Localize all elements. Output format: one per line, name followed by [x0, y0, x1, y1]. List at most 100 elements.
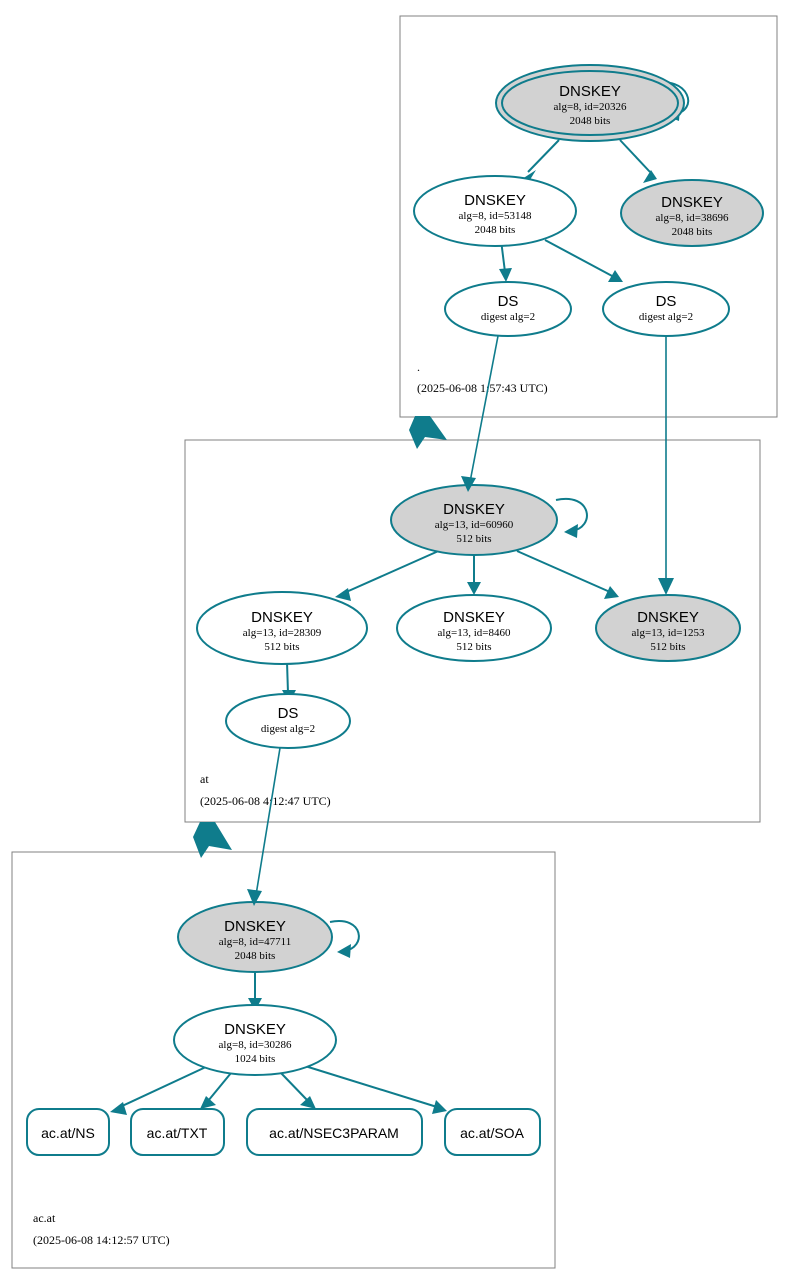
node-root-ds-left[interactable]: DS digest alg=2 — [444, 281, 572, 337]
edge-acat-zsk-to-ns — [119, 1065, 209, 1108]
arrowhead-self-sign-acat-ksk — [337, 944, 351, 958]
zone-group-acat: DNSKEY alg=8, id=47711 2048 bits DNSKEY … — [11, 851, 556, 1269]
node-at-zsk-1253-title: DNSKEY — [637, 609, 699, 626]
edges-acat — [110, 920, 447, 1115]
edge-acat-zsk-to-soa — [304, 1065, 438, 1108]
zone-group-at: DNSKEY alg=13, id=60960 512 bits DNSKEY … — [184, 439, 761, 823]
rrset-txt-label: ac.at/TXT — [147, 1125, 208, 1141]
node-at-ksk[interactable]: DNSKEY alg=13, id=60960 512 bits — [390, 484, 558, 556]
edge-root-ksk-to-38696 — [619, 139, 651, 173]
node-root-ksk-inner-ellipse — [501, 70, 679, 136]
node-at-zsk-28309[interactable]: DNSKEY alg=13, id=28309 512 bits — [196, 591, 368, 665]
node-at-zsk-28309-title: DNSKEY — [251, 609, 313, 626]
node-at-zsk-28309-ellipse — [196, 591, 368, 665]
node-at-ds-ellipse — [225, 693, 351, 749]
node-acat-zsk-ellipse — [173, 1004, 337, 1076]
node-at-ksk-params: alg=13, id=60960 — [435, 519, 514, 531]
zone-label-root-timestamp: (2025-06-08 1:57:43 UTC) — [417, 381, 548, 395]
node-acat-ksk-params: alg=8, id=47711 — [219, 936, 292, 948]
node-at-zsk-1253[interactable]: DNSKEY alg=13, id=1253 512 bits — [595, 594, 741, 662]
edge-at-ksk-to-1253 — [516, 550, 611, 593]
node-root-zsk-53148-params: alg=8, id=53148 — [459, 210, 532, 222]
node-at-zsk-8460-title: DNSKEY — [443, 609, 505, 626]
node-acat-zsk-size: 1024 bits — [235, 1053, 276, 1065]
node-root-ds-left-params: digest alg=2 — [481, 311, 535, 323]
node-root-ds-right-title: DS — [656, 293, 677, 310]
node-root-ksk-size: 2048 bits — [570, 115, 611, 127]
rrset-nsec3param-box — [246, 1108, 423, 1156]
node-root-ds-left-ellipse — [444, 281, 572, 337]
rrset-nsec3param-label: ac.at/NSEC3PARAM — [269, 1125, 399, 1141]
node-at-ds-params: digest alg=2 — [261, 723, 315, 735]
zone-transition-arrow-at-to-acat-shape — [193, 822, 232, 858]
edge-acat-zsk-to-nsec3param — [280, 1072, 309, 1102]
zone-label-root-name: . — [417, 360, 420, 374]
node-root-ksk[interactable]: DNSKEY alg=8, id=20326 2048 bits — [495, 64, 685, 142]
node-root-zsk-38696-ellipse — [620, 179, 764, 247]
zone-label-at-name: at — [200, 772, 209, 786]
node-at-ksk-title: DNSKEY — [443, 501, 505, 518]
arrowhead-acat-zsk-to-soa — [432, 1100, 447, 1114]
arrowhead-self-sign-at-ksk — [564, 524, 578, 538]
node-acat-ksk-size: 2048 bits — [235, 950, 276, 962]
node-root-zsk-53148-title: DNSKEY — [464, 192, 526, 209]
node-at-zsk-1253-size: 512 bits — [650, 641, 685, 653]
node-root-zsk-53148-ellipse — [413, 175, 577, 247]
node-root-ksk-title: DNSKEY — [559, 83, 621, 100]
rrset-txt-box — [130, 1108, 225, 1156]
edge-at-28309-to-ds — [286, 661, 289, 694]
rrset-ns-label: ac.at/NS — [41, 1125, 95, 1141]
rrset-txt[interactable]: ac.at/TXT — [130, 1108, 225, 1156]
node-at-zsk-8460-params: alg=13, id=8460 — [438, 627, 511, 639]
node-root-ds-right-params: digest alg=2 — [639, 311, 693, 323]
arrowhead-delegation-root-ds-left-to-at-ksk — [461, 476, 476, 492]
zone-transition-arrow-root-to-at-shape — [409, 416, 447, 449]
node-root-zsk-38696[interactable]: DNSKEY alg=8, id=38696 2048 bits — [620, 179, 764, 247]
node-root-zsk-53148-size: 2048 bits — [475, 224, 516, 236]
node-root-ksk-params: alg=8, id=20326 — [554, 101, 627, 113]
rrset-nsec3param[interactable]: ac.at/NSEC3PARAM — [246, 1108, 423, 1156]
node-acat-zsk-title: DNSKEY — [224, 1021, 286, 1038]
node-root-zsk-53148[interactable]: DNSKEY alg=8, id=53148 2048 bits — [413, 175, 577, 247]
edge-delegation-root-ds-left-to-at-ksk — [469, 335, 499, 483]
arrowhead-acat-zsk-to-ns — [110, 1102, 127, 1115]
rrset-ns[interactable]: ac.at/NS — [26, 1108, 110, 1156]
node-at-ds-title: DS — [278, 705, 299, 722]
rrset-soa-label: ac.at/SOA — [460, 1125, 524, 1141]
rrset-soa[interactable]: ac.at/SOA — [444, 1108, 541, 1156]
node-at-zsk-1253-params: alg=13, id=1253 — [632, 627, 705, 639]
arrowhead-root-ksk-to-38696 — [643, 170, 657, 183]
node-root-zsk-38696-title: DNSKEY — [661, 194, 723, 211]
node-acat-ksk-title: DNSKEY — [224, 918, 286, 935]
node-at-zsk-8460[interactable]: DNSKEY alg=13, id=8460 512 bits — [396, 594, 552, 662]
node-acat-zsk[interactable]: DNSKEY alg=8, id=30286 1024 bits — [173, 1004, 337, 1076]
node-root-zsk-38696-params: alg=8, id=38696 — [656, 212, 729, 224]
arrowhead-root-53148-to-ds-left — [499, 268, 512, 282]
zone-label-acat-timestamp: (2025-06-08 14:12:57 UTC) — [33, 1233, 170, 1247]
arrowhead-delegation-at-ds-to-acat-ksk — [247, 889, 262, 906]
zone-transition-root-to-at — [409, 416, 447, 449]
zone-label-at-timestamp: (2025-06-08 4:12:47 UTC) — [200, 794, 331, 808]
arrowhead-at-ksk-to-1253 — [604, 586, 619, 599]
node-at-ksk-ellipse — [390, 484, 558, 556]
arrowhead-root-53148-to-ds-right — [608, 270, 623, 282]
edge-root-ksk-to-53148 — [527, 139, 560, 173]
rrset-ns-box — [26, 1108, 110, 1156]
arrowhead-at-ksk-to-28309 — [335, 588, 351, 601]
node-root-ds-right[interactable]: DS digest alg=2 — [602, 281, 730, 337]
node-root-zsk-38696-size: 2048 bits — [672, 226, 713, 238]
node-at-zsk-1253-ellipse — [595, 594, 741, 662]
node-at-zsk-28309-size: 512 bits — [264, 641, 299, 653]
node-at-zsk-8460-size: 512 bits — [456, 641, 491, 653]
arrowhead-acat-zsk-to-txt — [200, 1096, 216, 1109]
edge-acat-zsk-to-txt — [207, 1072, 232, 1102]
node-acat-zsk-params: alg=8, id=30286 — [219, 1039, 292, 1051]
arrowhead-delegation-root-ds-right-to-at-1253 — [658, 578, 674, 595]
rrset-soa-box — [444, 1108, 541, 1156]
arrowhead-at-ksk-to-8460 — [467, 582, 481, 595]
node-at-zsk-8460-ellipse — [396, 594, 552, 662]
node-at-ds[interactable]: DS digest alg=2 — [225, 693, 351, 749]
node-acat-ksk[interactable]: DNSKEY alg=8, id=47711 2048 bits — [177, 901, 333, 973]
